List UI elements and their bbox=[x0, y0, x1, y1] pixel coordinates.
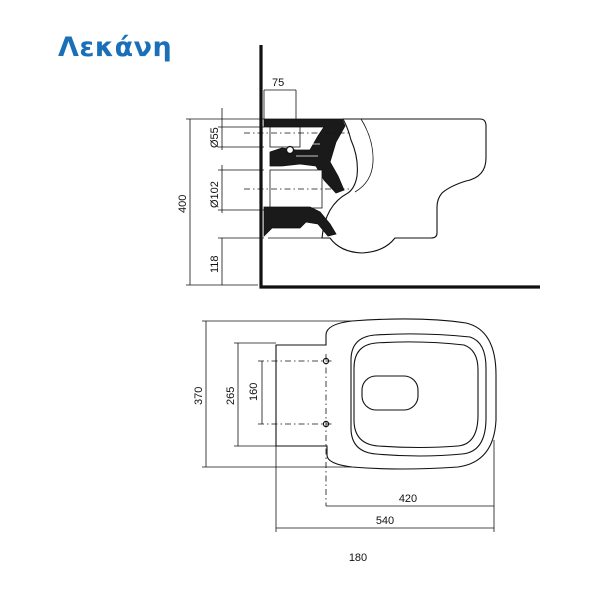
top-outer-outline bbox=[275, 318, 497, 470]
inlet-circle bbox=[285, 145, 295, 155]
dim-370-label: 370 bbox=[193, 387, 205, 405]
footer-dimension: 180 bbox=[349, 552, 367, 564]
bowl-outline bbox=[321, 118, 487, 254]
dim-55-label: Ø55 bbox=[209, 127, 221, 148]
dim-400-label: 400 bbox=[177, 195, 189, 213]
seat-outline bbox=[350, 333, 487, 457]
dim-160-label: 160 bbox=[248, 383, 260, 401]
lower-trap-section bbox=[263, 206, 337, 237]
inner-bowl bbox=[353, 341, 479, 449]
side-view: 75 400 Ø55 Ø102 118 bbox=[177, 45, 540, 289]
dim-118-label: 118 bbox=[209, 255, 221, 273]
dim-540-label: 540 bbox=[376, 515, 394, 527]
dim-102-label: Ø102 bbox=[209, 181, 221, 208]
top-view: 370 265 160 420 540 bbox=[193, 318, 497, 532]
drain-opening bbox=[361, 375, 419, 411]
dim-75-label: 75 bbox=[272, 77, 284, 89]
dim-420-label: 420 bbox=[399, 493, 417, 505]
ext-55 bbox=[218, 126, 264, 148]
dim-75-lines bbox=[263, 89, 297, 119]
bowl-rim-line bbox=[354, 118, 374, 193]
wall-and-floor bbox=[259, 45, 540, 289]
dim-265-label: 265 bbox=[225, 387, 237, 405]
upper-pipe-socket bbox=[269, 126, 301, 148]
page-title: Λεκάνη bbox=[58, 32, 173, 63]
ext-102 bbox=[218, 169, 264, 211]
